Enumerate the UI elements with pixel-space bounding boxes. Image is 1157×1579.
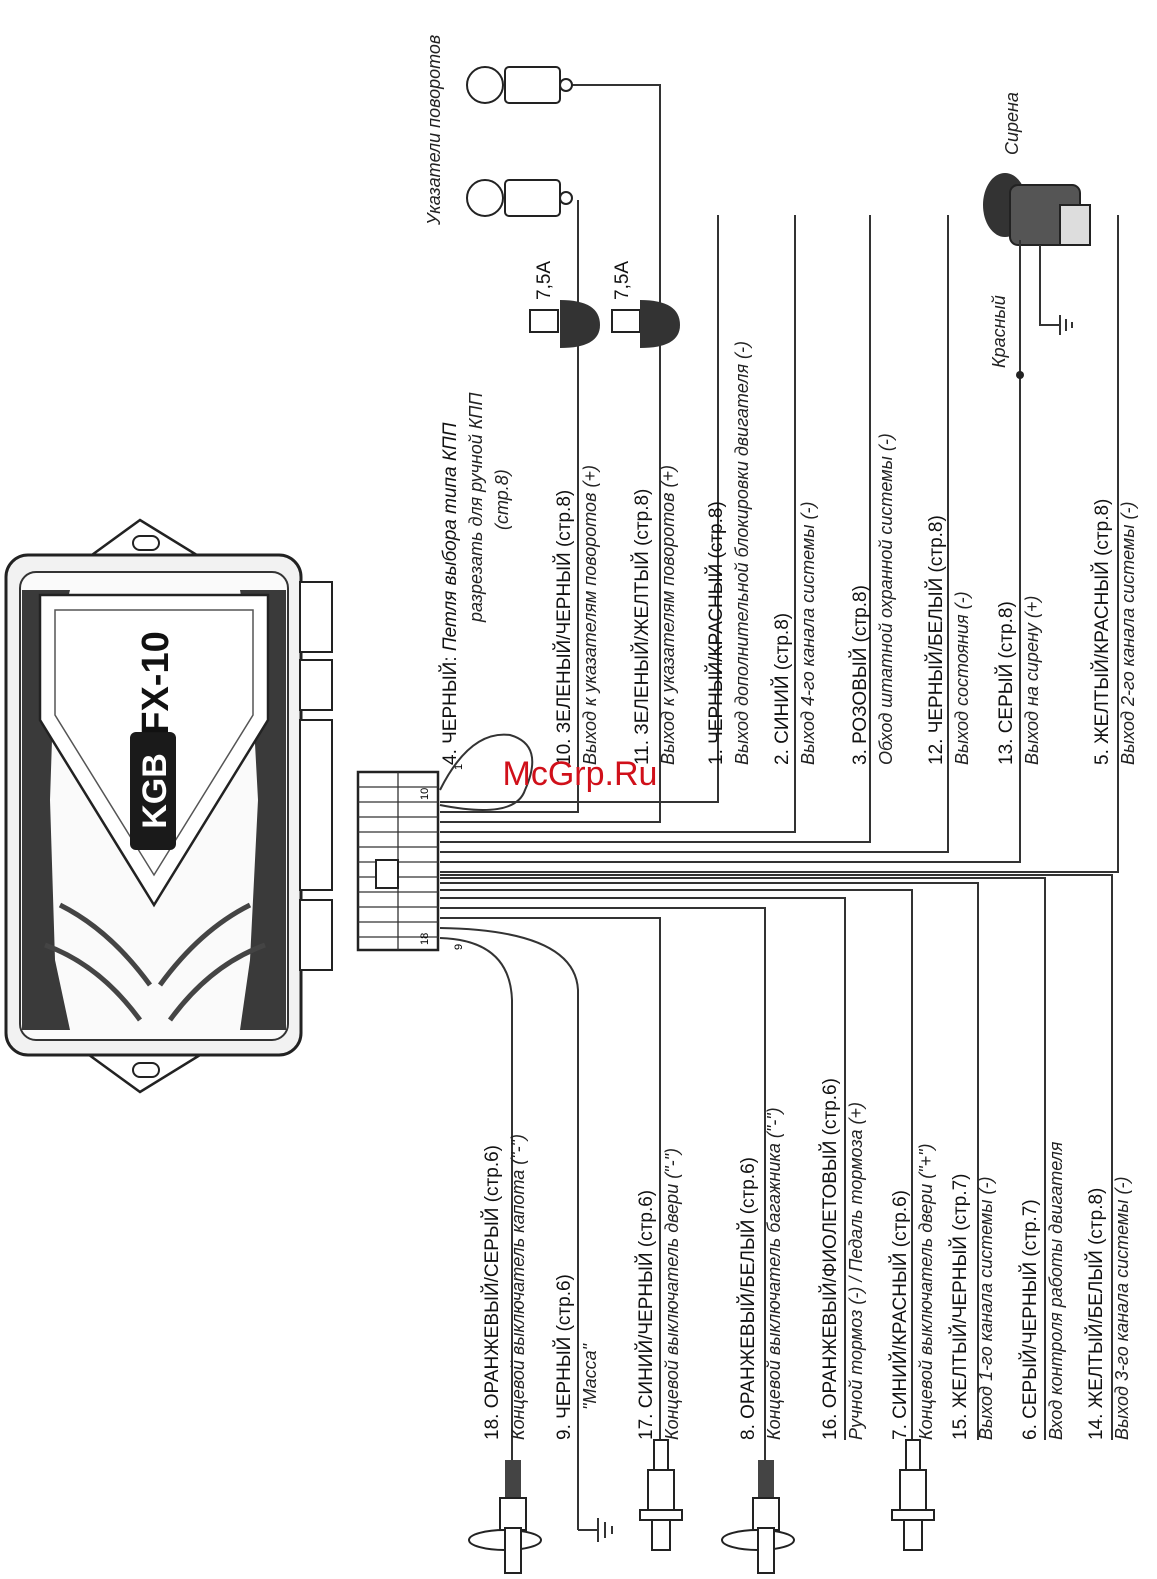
right-wire-sub-7: Выход на сирену (+) <box>1022 596 1042 765</box>
left-wire-sub-8: Выход 3-го канала системы (-) <box>1112 1177 1132 1440</box>
wire-13 <box>440 240 1021 863</box>
side-connector-1 <box>299 581 333 653</box>
mount-hole-bottom <box>132 1062 160 1078</box>
left-wire-sub-3: Концевой выключатель багажника ("-") <box>764 1107 784 1440</box>
wire-8 <box>440 907 766 1460</box>
unit-left-band <box>22 590 70 1030</box>
siren-label: Сирена <box>1002 92 1022 155</box>
right-wire-label-2: 11. ЗЕЛЕНЫЙ/ЖЕЛТЫЙ (стр.8) <box>631 489 653 765</box>
wire-6 <box>440 877 1046 1440</box>
wire-10 <box>440 200 579 813</box>
wire-11 <box>440 84 661 823</box>
left-wire-sub-0: Концевой выключатель капота ("-") <box>508 1134 528 1440</box>
right-wire-sub-8: Выход 2-го канала системы (-) <box>1118 502 1138 765</box>
left-wire-label-2: 17. СИНИЙ/ЧЕРНЫЙ (стр.6) <box>635 1190 657 1440</box>
left-wire-label-1: 9. ЧЕРНЫЙ (стр.6) <box>553 1274 575 1440</box>
right-wire-sub-6: Выход состояния (-) <box>952 591 972 765</box>
side-connector-3 <box>299 719 333 891</box>
left-wire-label-4: 16. ОРАНЖЕВЫЙ/ФИОЛЕТОВЫЙ (стр.6) <box>819 1078 841 1440</box>
trunk-switch <box>721 1460 795 1574</box>
model-name: FX-10 <box>135 631 177 734</box>
wire-7 <box>440 889 913 1440</box>
pin-label-1: 1 <box>453 764 465 770</box>
right-wire-sub-5: Обход штатной охранной системы (-) <box>876 433 896 765</box>
left-wire-label-0: 18. ОРАНЖЕВЫЙ/СЕРЫЙ (стр.6) <box>481 1145 503 1440</box>
wire-1 <box>440 215 719 803</box>
left-wire-sub-7: Вход контроля работы двигателя <box>1046 1141 1066 1440</box>
unit-face-inner <box>54 609 254 877</box>
mount-hole-top <box>132 535 160 551</box>
siren: Сирена Красный <box>983 92 1091 379</box>
wire-12 <box>440 215 949 853</box>
side-connector-4 <box>299 899 333 971</box>
right-wire-sub2-0: (стр.8) <box>492 469 512 530</box>
fuse-1-rating: 7,5А <box>534 261 555 300</box>
left-wire-sub-6: Выход 1-го канала системы (-) <box>976 1177 996 1440</box>
left-wire-label-3: 8. ОРАНЖЕВЫЙ/БЕЛЫЙ (стр.6) <box>737 1157 759 1440</box>
ground-icon <box>578 1518 613 1542</box>
left-wire-label-7: 6. СЕРЫЙ/ЧЕРНЫЙ (стр.7) <box>1019 1199 1041 1440</box>
wire-14 <box>440 874 1113 1440</box>
wire-18 <box>439 937 513 1460</box>
right-wire-label-4: 2. СИНИЙ (стр.8) <box>771 613 793 765</box>
brand-name: KGB <box>136 753 174 829</box>
pin-label-9: 9 <box>453 944 465 950</box>
right-wire-label-8: 5. ЖЕЛТЫЙ/КРАСНЫЙ (стр.8) <box>1091 499 1113 765</box>
wire-15 <box>440 882 979 1440</box>
left-wire-labels: 18. ОРАНЖЕВЫЙ/СЕРЫЙ (стр.6)Концевой выкл… <box>481 1078 1132 1440</box>
turn-signals-label: Указатели поворотов <box>424 35 444 226</box>
unit-right-band <box>240 590 286 1030</box>
right-wire-label-6: 12. ЧЕРНЫЙ/БЕЛЫЙ (стр.8) <box>925 515 947 765</box>
left-wire-sub-4: Ручной тормоз (-) / Педаль тормоза (+) <box>846 1102 866 1440</box>
left-wire-label-6: 15. ЖЕЛТЫЙ/ЧЕРНЫЙ (стр.7) <box>949 1174 971 1441</box>
wire-4-loop <box>439 733 534 811</box>
fuse-2-rating: 7,5А <box>612 261 633 300</box>
fuse-2: 7,5А <box>611 261 680 348</box>
connector-latch <box>375 859 399 889</box>
wire-16 <box>440 897 846 1440</box>
wire-3 <box>440 215 871 843</box>
right-wire-label-0: 4. ЧЕРНЫЙ: Петля выбора типа КПП <box>439 422 461 765</box>
wires <box>439 84 1119 1530</box>
wire-17 <box>440 917 661 1440</box>
pin-label-10: 10 <box>419 788 431 800</box>
left-wire-sub-1: "Масса" <box>580 1342 600 1410</box>
right-wire-label-3: 1. ЧЕРНЫЙ/КРАСНЫЙ (стр.8) <box>705 501 727 765</box>
right-wire-label-5: 3. РОЗОВЫЙ (стр.8) <box>849 585 871 765</box>
unit-stripes <box>44 902 266 1022</box>
left-wire-sub-5: Концевой выключатель двери ("+") <box>916 1144 936 1440</box>
right-wire-sub-4: Выход 4-го канала системы (-) <box>798 502 818 765</box>
door-switch-1 <box>639 1439 683 1551</box>
right-wire-sub-3: Выход дополнительной блокировки двигател… <box>732 341 752 765</box>
wire-9 <box>439 927 579 1530</box>
right-wire-sub-2: Выход к указателям поворотов (+) <box>658 465 678 765</box>
right-wire-sub-0: разрезать для ручной КПП <box>466 392 486 623</box>
left-wire-sub-2: Концевой выключатель двери ("-") <box>662 1148 682 1440</box>
left-wire-label-8: 14. ЖЕЛТЫЙ/БЕЛЫЙ (стр.8) <box>1085 1188 1107 1440</box>
left-wire-label-5: 7. СИНИЙ/КРАСНЫЙ (стр.6) <box>889 1190 911 1440</box>
control-unit: KGB FX-10 <box>4 518 333 1094</box>
right-wire-label-1: 10. ЗЕЛЕНЫЙ/ЧЕРНЫЙ (стр.8) <box>553 490 575 765</box>
right-wire-sub-1: Выход к указателям поворотов (+) <box>580 465 600 765</box>
fuse-1: 7,5А <box>529 261 600 348</box>
turn-bulb-2 <box>466 66 573 104</box>
right-wire-label-7: 13. СЕРЫЙ (стр.8) <box>995 601 1017 765</box>
pin-label-18: 18 <box>419 933 431 945</box>
wire-5 <box>440 215 1119 873</box>
wire-2 <box>440 215 796 833</box>
turn-bulb-1 <box>466 179 573 217</box>
siren-wire-label: Красный <box>989 295 1009 368</box>
hood-switch <box>468 1460 542 1574</box>
watermark: McGrp.Ru <box>503 755 658 793</box>
brand-logo: KGB FX-10 <box>130 631 177 850</box>
main-connector: 10 1 18 9 <box>356 764 465 952</box>
side-connector-2 <box>299 659 333 711</box>
door-switch-2 <box>891 1439 935 1551</box>
